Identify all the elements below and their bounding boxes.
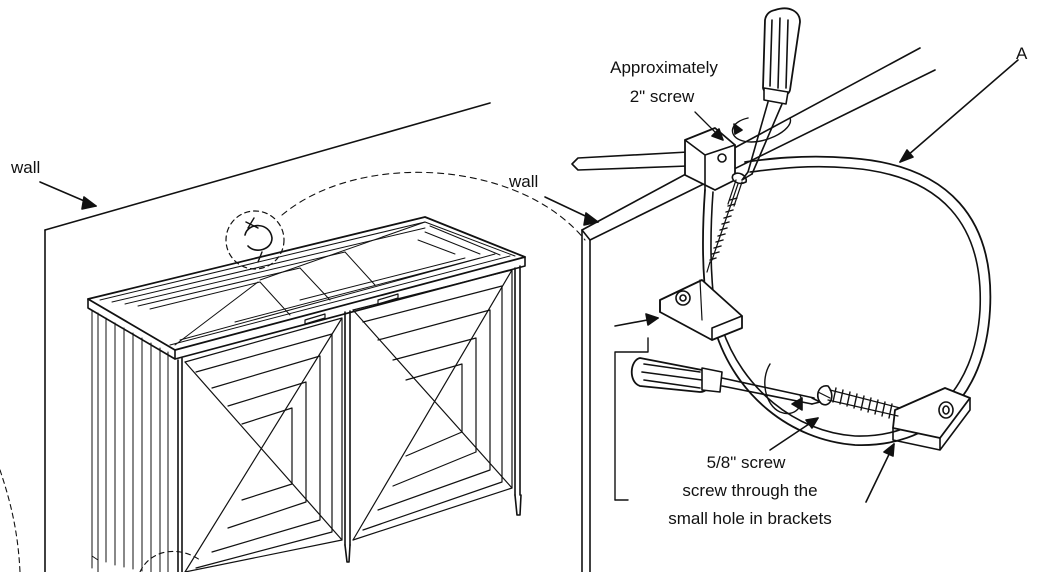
top-bracket-block (572, 128, 735, 190)
short-screw (818, 386, 900, 418)
callout-a-label: A (1016, 44, 1028, 63)
wall-label-right: wall (509, 172, 539, 191)
short-screw-label-line3: small hole in brackets (668, 509, 832, 528)
left-wall (45, 103, 490, 572)
lower-bracket (660, 280, 742, 340)
cabinet (88, 217, 525, 572)
long-screw (707, 173, 746, 272)
left-door (185, 318, 342, 572)
left-door-handle (305, 314, 325, 324)
short-screw-leader (770, 418, 894, 502)
bracket-leader (615, 314, 658, 500)
top-screwdriver (732, 8, 800, 180)
wall-arrow-left (40, 182, 96, 209)
wall-label-left: wall (11, 158, 41, 177)
detail-callout (0, 172, 585, 572)
callout-a-arrow (900, 60, 1018, 162)
short-screw-label-line2: screw through the (682, 481, 818, 500)
short-screw-label-line1: 5/8" screw (706, 453, 786, 472)
cabinet-top-pattern (100, 222, 515, 345)
long-screw-label-line1: Approximately (610, 58, 718, 77)
long-screw-label-line2: 2" screw (629, 87, 695, 106)
right-door-handle (378, 294, 398, 304)
right-wall (582, 48, 935, 572)
block-screw-hole (718, 154, 726, 162)
side-bracket (893, 388, 970, 450)
wall-arrow-right (545, 197, 598, 225)
long-screw-leader (695, 112, 723, 140)
right-door (353, 270, 512, 540)
lower-screwdriver (632, 358, 820, 414)
